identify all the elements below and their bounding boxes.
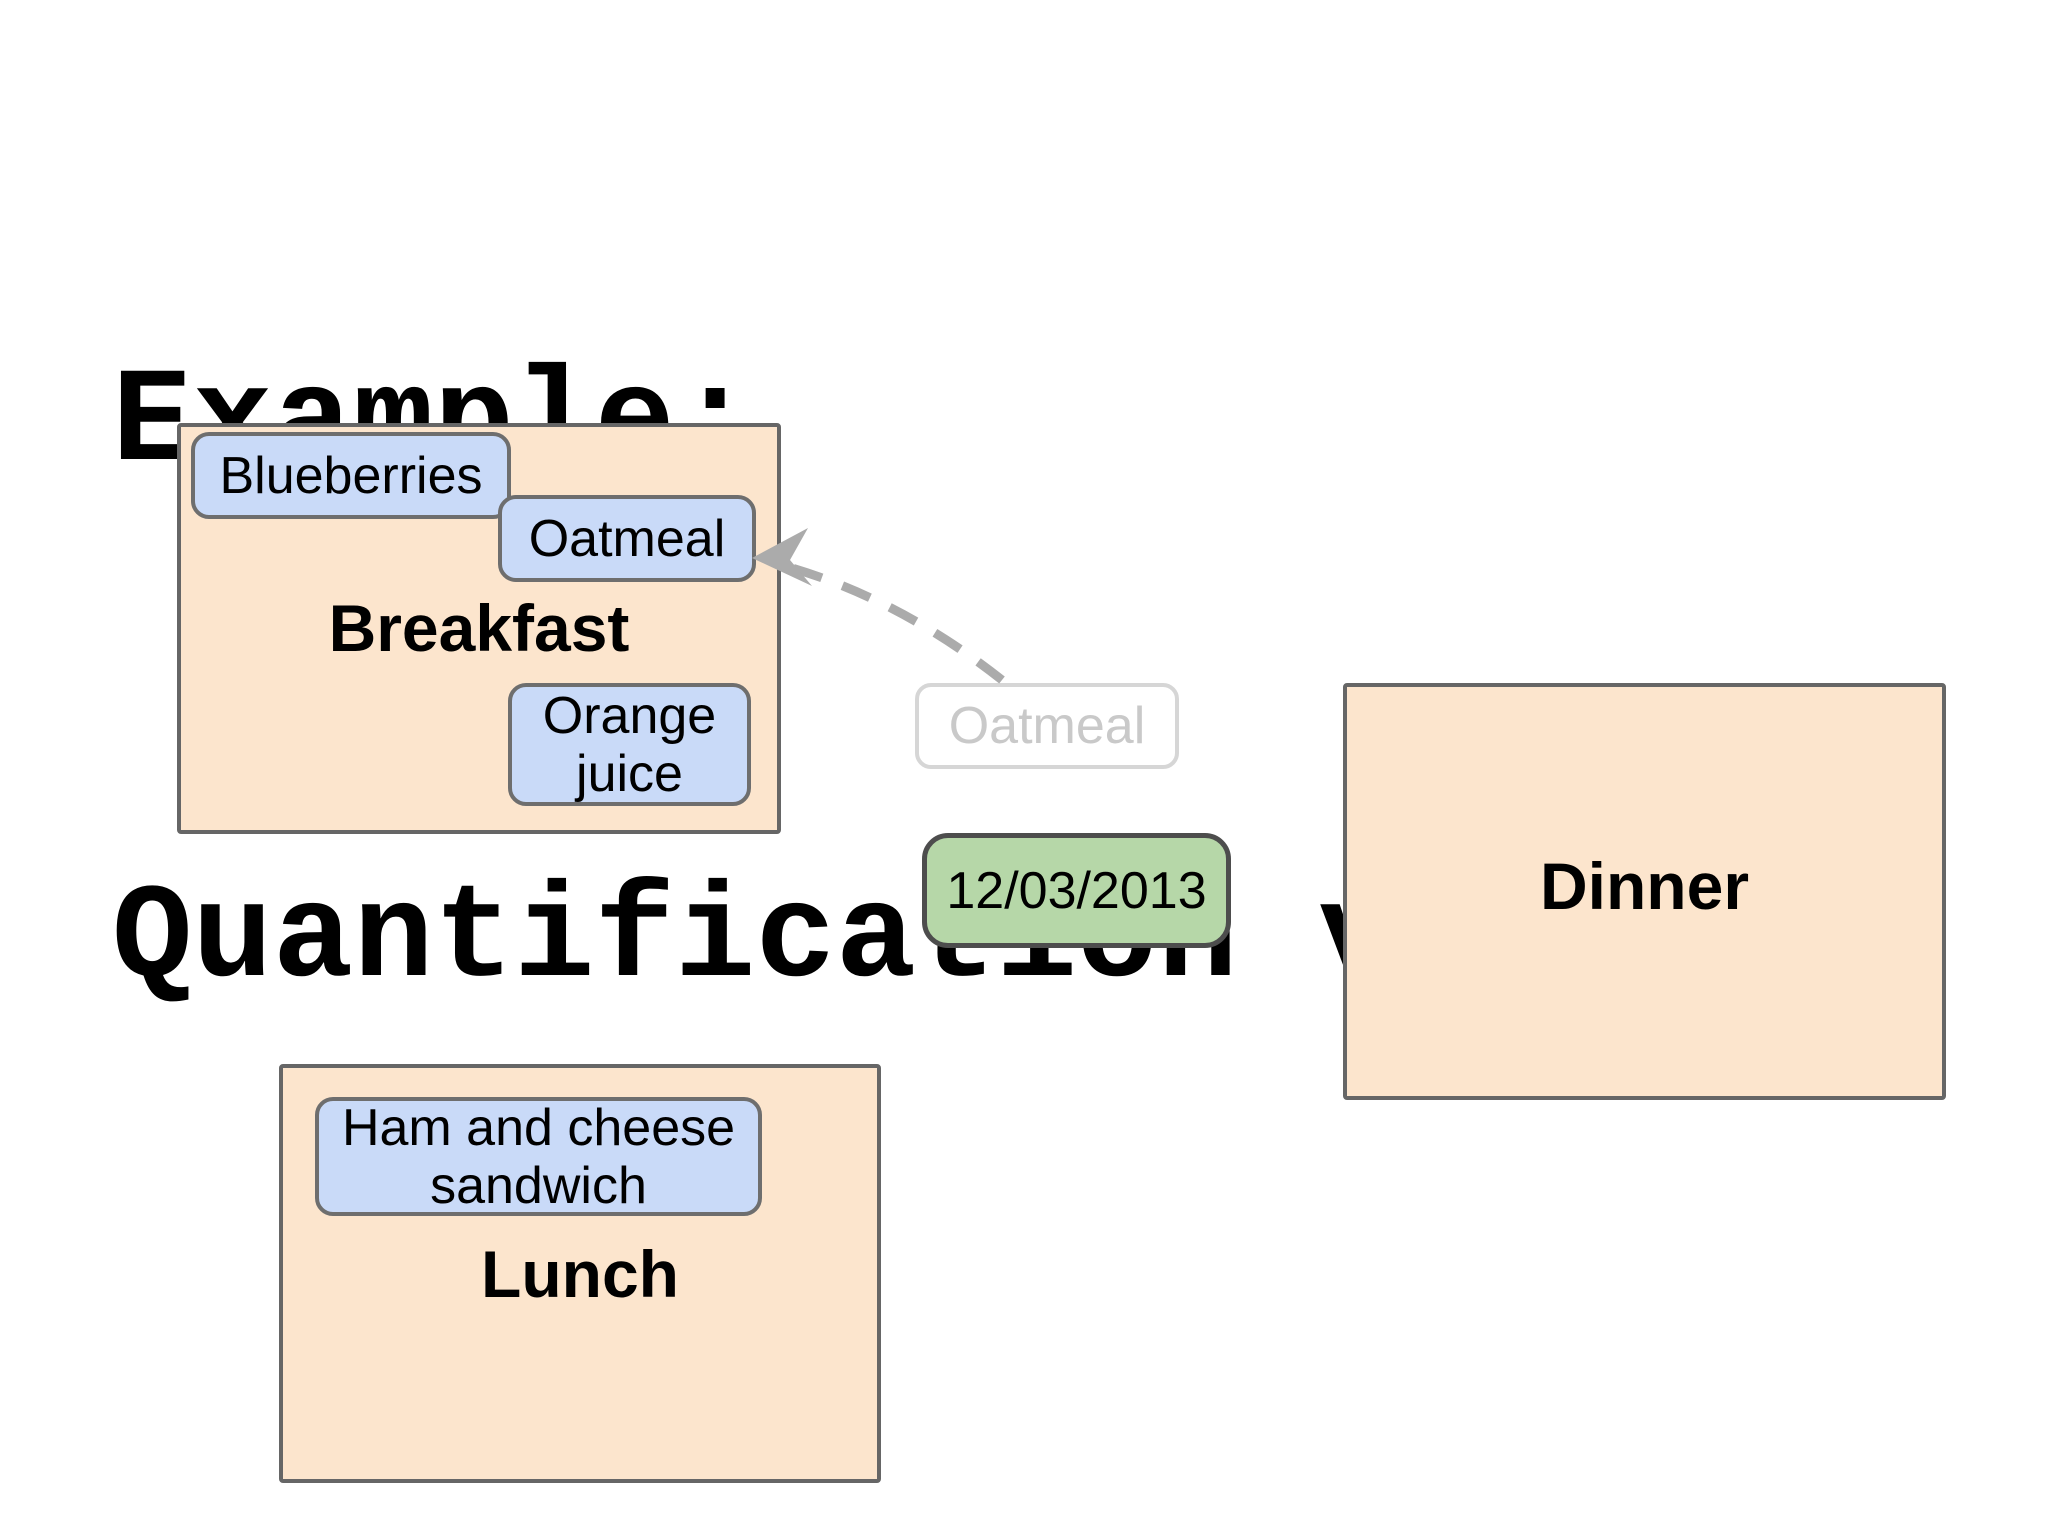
- food-item-chip-oatmeal[interactable]: Oatmeal: [498, 495, 756, 582]
- lunch-label: Lunch: [481, 1237, 679, 1311]
- food-item-chip-ham-and-cheese-sandwich[interactable]: Ham and cheese sandwich: [315, 1097, 762, 1216]
- food-item-chip-blueberries[interactable]: Blueberries: [191, 432, 511, 519]
- breakfast-label: Breakfast: [328, 591, 630, 665]
- food-item-chip-orange-juice[interactable]: Orange juice: [508, 683, 751, 806]
- ghost-oatmeal-chip[interactable]: Oatmeal: [915, 683, 1179, 769]
- dinner-box[interactable]: [1343, 683, 1946, 1100]
- date-tag[interactable]: 12/03/2013: [922, 833, 1231, 948]
- dinner-label: Dinner: [1539, 849, 1750, 923]
